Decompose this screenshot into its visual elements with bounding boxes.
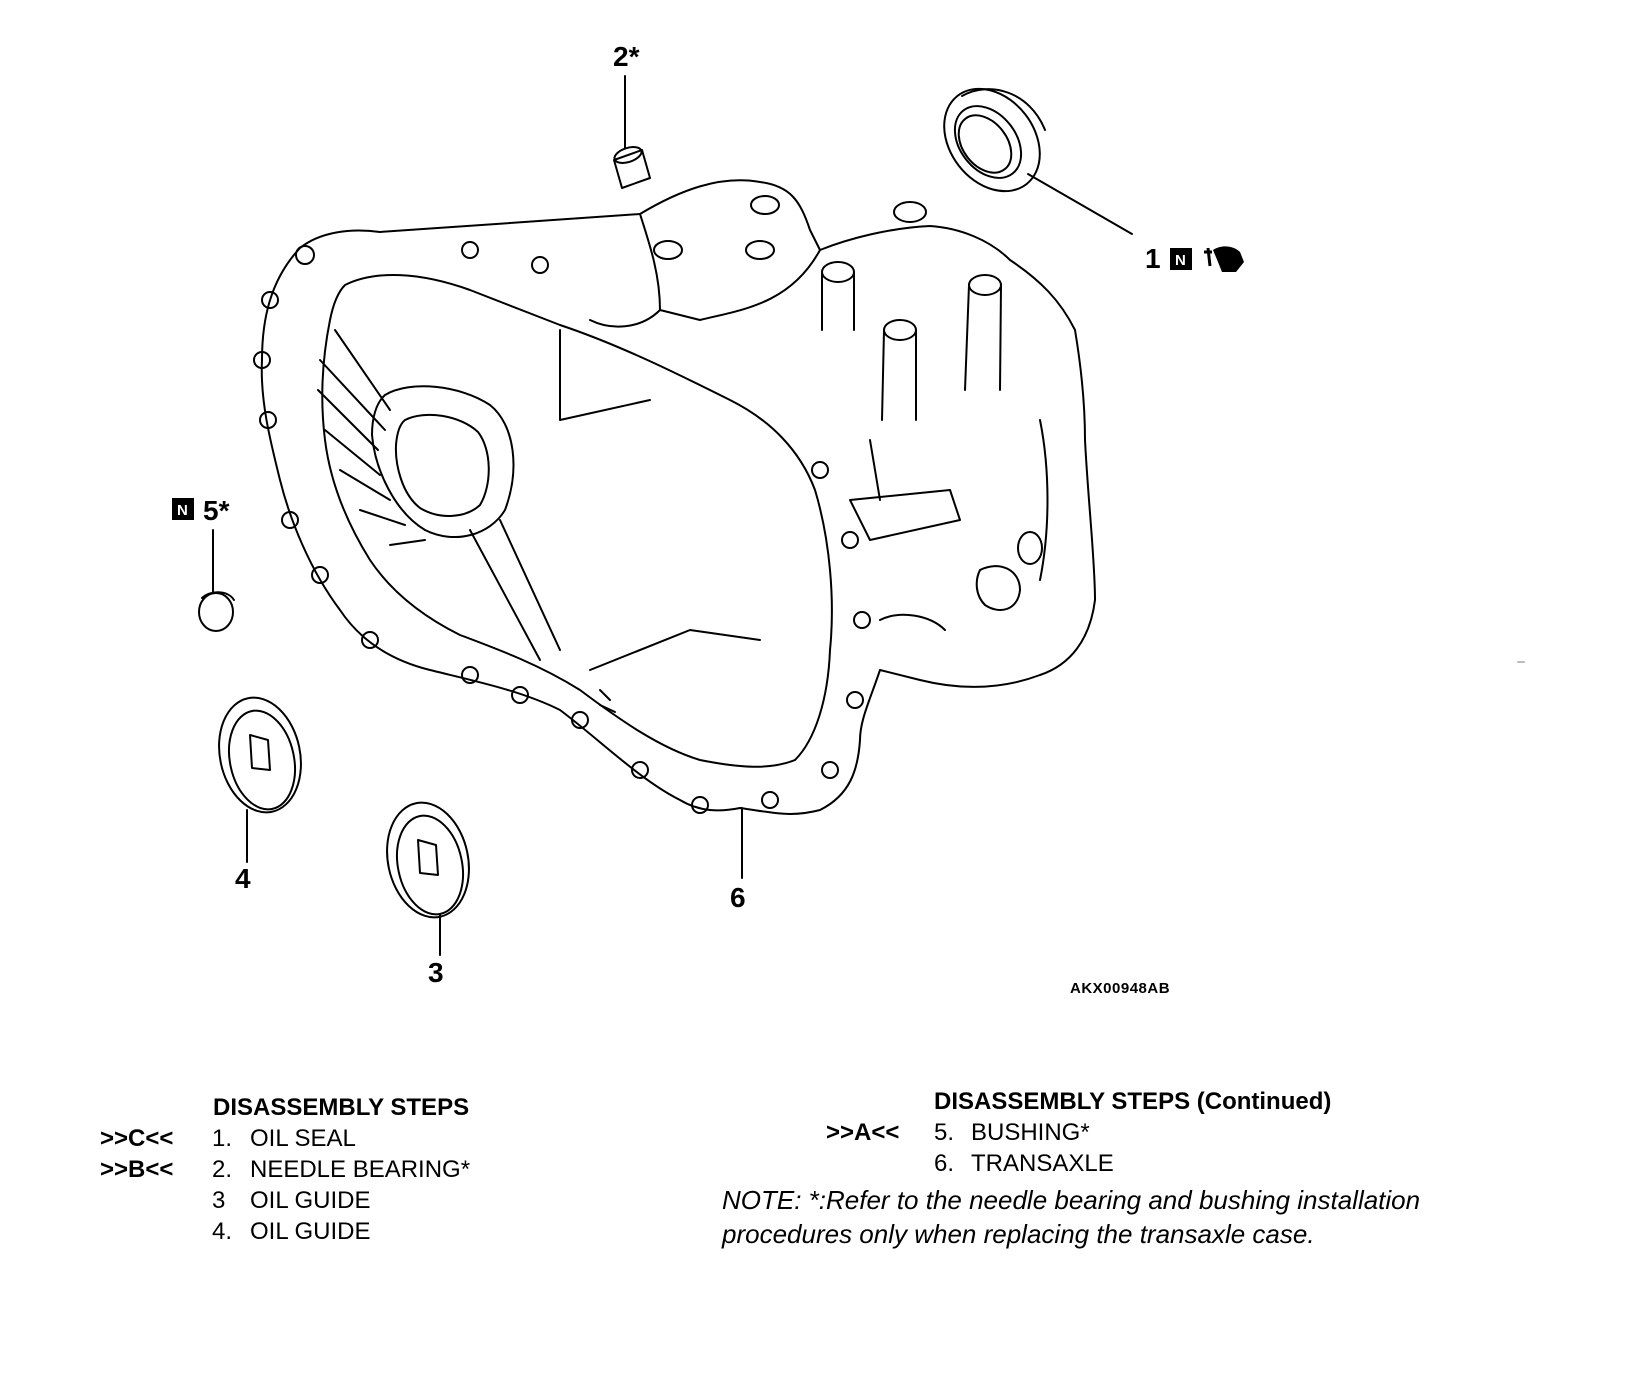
- n-badge-5-text: N: [177, 502, 188, 519]
- step-row: >>B<< 2. NEEDLE BEARING*: [100, 1154, 620, 1185]
- callout-3: 3: [428, 957, 444, 988]
- steps-heading-text: DISASSEMBLY STEPS (Continued): [934, 1088, 1332, 1115]
- step-label: TRANSAXLE: [971, 1150, 1114, 1177]
- oil-guide-part-4: [218, 696, 302, 814]
- callout-1: 1: [1145, 243, 1161, 274]
- callout-2: 2*: [613, 41, 640, 72]
- callout-4: 4: [235, 863, 251, 894]
- step-number: 4.: [212, 1218, 233, 1245]
- step-number: 6.: [934, 1150, 955, 1177]
- step-label: OIL SEAL: [250, 1125, 356, 1152]
- step-number: 1.: [212, 1125, 233, 1152]
- step-number: 5.: [934, 1119, 955, 1146]
- step-row: 6. TRANSAXLE: [826, 1148, 1386, 1179]
- note-text: NOTE: *:Refer to the needle bearing and …: [722, 1185, 1421, 1249]
- callout-6: 6: [730, 882, 746, 913]
- sealant-icon: [1204, 246, 1244, 272]
- step-label: OIL GUIDE: [250, 1187, 371, 1214]
- n-badge-1-text: N: [1175, 252, 1186, 269]
- steps-heading: DISASSEMBLY STEPS: [100, 1092, 620, 1123]
- step-number: 3: [212, 1187, 226, 1214]
- disassembly-steps-right: DISASSEMBLY STEPS (Continued) >>A<< 5. B…: [826, 1086, 1386, 1179]
- step-number: 2.: [212, 1156, 233, 1183]
- step-row: 3 OIL GUIDE: [100, 1185, 620, 1216]
- steps-heading-continued: DISASSEMBLY STEPS (Continued): [826, 1086, 1386, 1117]
- exploded-view-diagram: 2* 1 N N 5* 4 3 6 AKX00948AB: [172, 41, 1525, 997]
- n-badge-5: [172, 498, 194, 520]
- steps-heading-text: DISASSEMBLY STEPS: [213, 1094, 470, 1121]
- needle-bearing-part: [613, 146, 651, 189]
- step-label: OIL GUIDE: [250, 1218, 371, 1245]
- step-label: NEEDLE BEARING*: [250, 1156, 471, 1183]
- bushing-part: [198, 591, 235, 632]
- disassembly-steps-left: DISASSEMBLY STEPS >>C<< 1. OIL SEAL >>B<…: [100, 1092, 620, 1247]
- oil-guide-part-3: [386, 801, 470, 919]
- step-mark: >>B<<: [100, 1156, 174, 1183]
- leader-line-1: [1027, 173, 1133, 235]
- step-label: BUSHING*: [971, 1119, 1090, 1146]
- step-row: >>A<< 5. BUSHING*: [826, 1117, 1386, 1148]
- figure-id: AKX00948AB: [1070, 980, 1170, 997]
- step-mark: >>A<<: [826, 1119, 900, 1146]
- n-badge-1: [1170, 248, 1192, 270]
- step-row: 4. OIL GUIDE: [100, 1216, 620, 1247]
- callout-5: 5*: [203, 495, 230, 526]
- step-row: >>C<< 1. OIL SEAL: [100, 1123, 620, 1154]
- step-mark: >>C<<: [100, 1125, 174, 1152]
- oil-seal-part: [943, 87, 1046, 193]
- transaxle-case: [253, 179, 1096, 815]
